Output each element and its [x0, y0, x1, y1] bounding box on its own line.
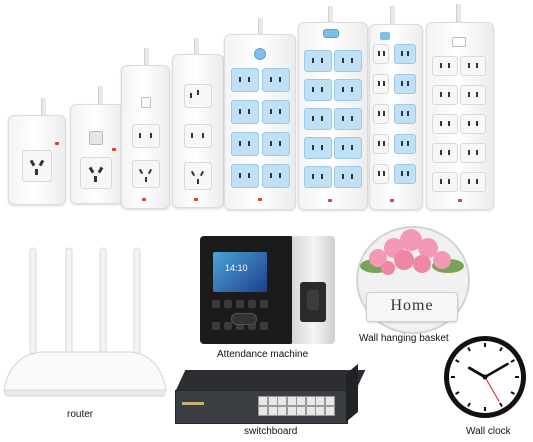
ethernet-port	[258, 396, 268, 406]
ethernet-port	[286, 406, 297, 416]
socket	[304, 79, 332, 101]
socket	[394, 164, 416, 184]
socket	[304, 166, 332, 188]
ethernet-port	[277, 406, 287, 416]
fingerprint-reader	[300, 282, 326, 322]
ethernet-port	[286, 396, 297, 406]
socket	[460, 85, 486, 105]
ethernet-port	[315, 406, 325, 416]
socket	[373, 44, 389, 64]
clock-hour-hand	[467, 366, 487, 379]
clock-minute-hand	[483, 362, 509, 379]
socket	[373, 134, 389, 154]
socket	[262, 68, 290, 92]
keypad-key	[260, 322, 268, 330]
socket	[262, 132, 290, 156]
socket	[334, 166, 362, 188]
socket	[432, 143, 458, 163]
ethernet-port	[296, 396, 306, 406]
clock-tick	[455, 359, 460, 363]
socket	[432, 172, 458, 192]
socket	[304, 137, 332, 159]
ethernet-port	[315, 396, 325, 406]
attendance-screen-time: 14:10	[225, 263, 248, 273]
socket	[262, 164, 290, 188]
ethernet-port	[277, 396, 287, 406]
router-caption: router	[67, 409, 94, 420]
socket	[262, 100, 290, 124]
keypad-key	[236, 322, 244, 330]
keypad-key	[260, 300, 268, 308]
clock-tick	[455, 391, 460, 395]
ethernet-port	[324, 406, 335, 416]
socket	[334, 50, 362, 72]
socket	[231, 100, 259, 124]
socket	[334, 108, 362, 130]
attendance-screen: 14:10	[213, 252, 267, 292]
keypad-key	[236, 300, 244, 308]
socket	[373, 164, 389, 184]
ethernet-port	[296, 406, 306, 416]
clock-tick	[467, 347, 471, 352]
socket	[334, 79, 362, 101]
ethernet-port	[324, 396, 335, 406]
router-illustration	[3, 247, 167, 397]
ethernet-port	[305, 406, 316, 416]
clock-tick	[510, 359, 515, 363]
attendance-machine-caption: Attendance machine	[217, 349, 309, 360]
socket	[394, 104, 416, 124]
socket	[304, 108, 332, 130]
socket	[460, 114, 486, 134]
ethernet-port	[267, 396, 278, 406]
wall-clock-caption: Wall clock	[466, 426, 511, 437]
wall-basket-caption: Wall hanging basket	[359, 333, 449, 344]
clock-tick	[499, 402, 503, 407]
ethernet-port	[267, 406, 278, 416]
keypad-key	[248, 322, 256, 330]
socket	[231, 164, 259, 188]
clock-tick	[499, 347, 503, 352]
socket	[460, 143, 486, 163]
socket	[231, 132, 259, 156]
socket	[394, 134, 416, 154]
clock-tick	[467, 402, 471, 407]
socket	[394, 74, 416, 94]
socket	[432, 114, 458, 134]
socket	[394, 44, 416, 64]
keypad-key	[248, 300, 256, 308]
socket	[460, 172, 486, 192]
socket	[304, 50, 332, 72]
ethernet-port	[258, 406, 268, 416]
clock-face	[444, 336, 526, 418]
socket	[373, 74, 389, 94]
keypad-key	[224, 300, 232, 308]
home-sign: Home	[366, 292, 458, 322]
switchboard-caption: switchboard	[244, 426, 298, 437]
socket	[432, 85, 458, 105]
socket	[432, 56, 458, 76]
clock-second-hand	[484, 376, 500, 402]
keypad-key	[212, 300, 220, 308]
clock-tick	[510, 391, 515, 395]
socket	[231, 68, 259, 92]
ethernet-port	[305, 396, 316, 406]
socket	[373, 104, 389, 124]
keypad-key	[212, 322, 220, 330]
socket	[334, 137, 362, 159]
flowers-illustration	[360, 229, 464, 275]
socket	[460, 56, 486, 76]
keypad-key	[224, 322, 232, 330]
